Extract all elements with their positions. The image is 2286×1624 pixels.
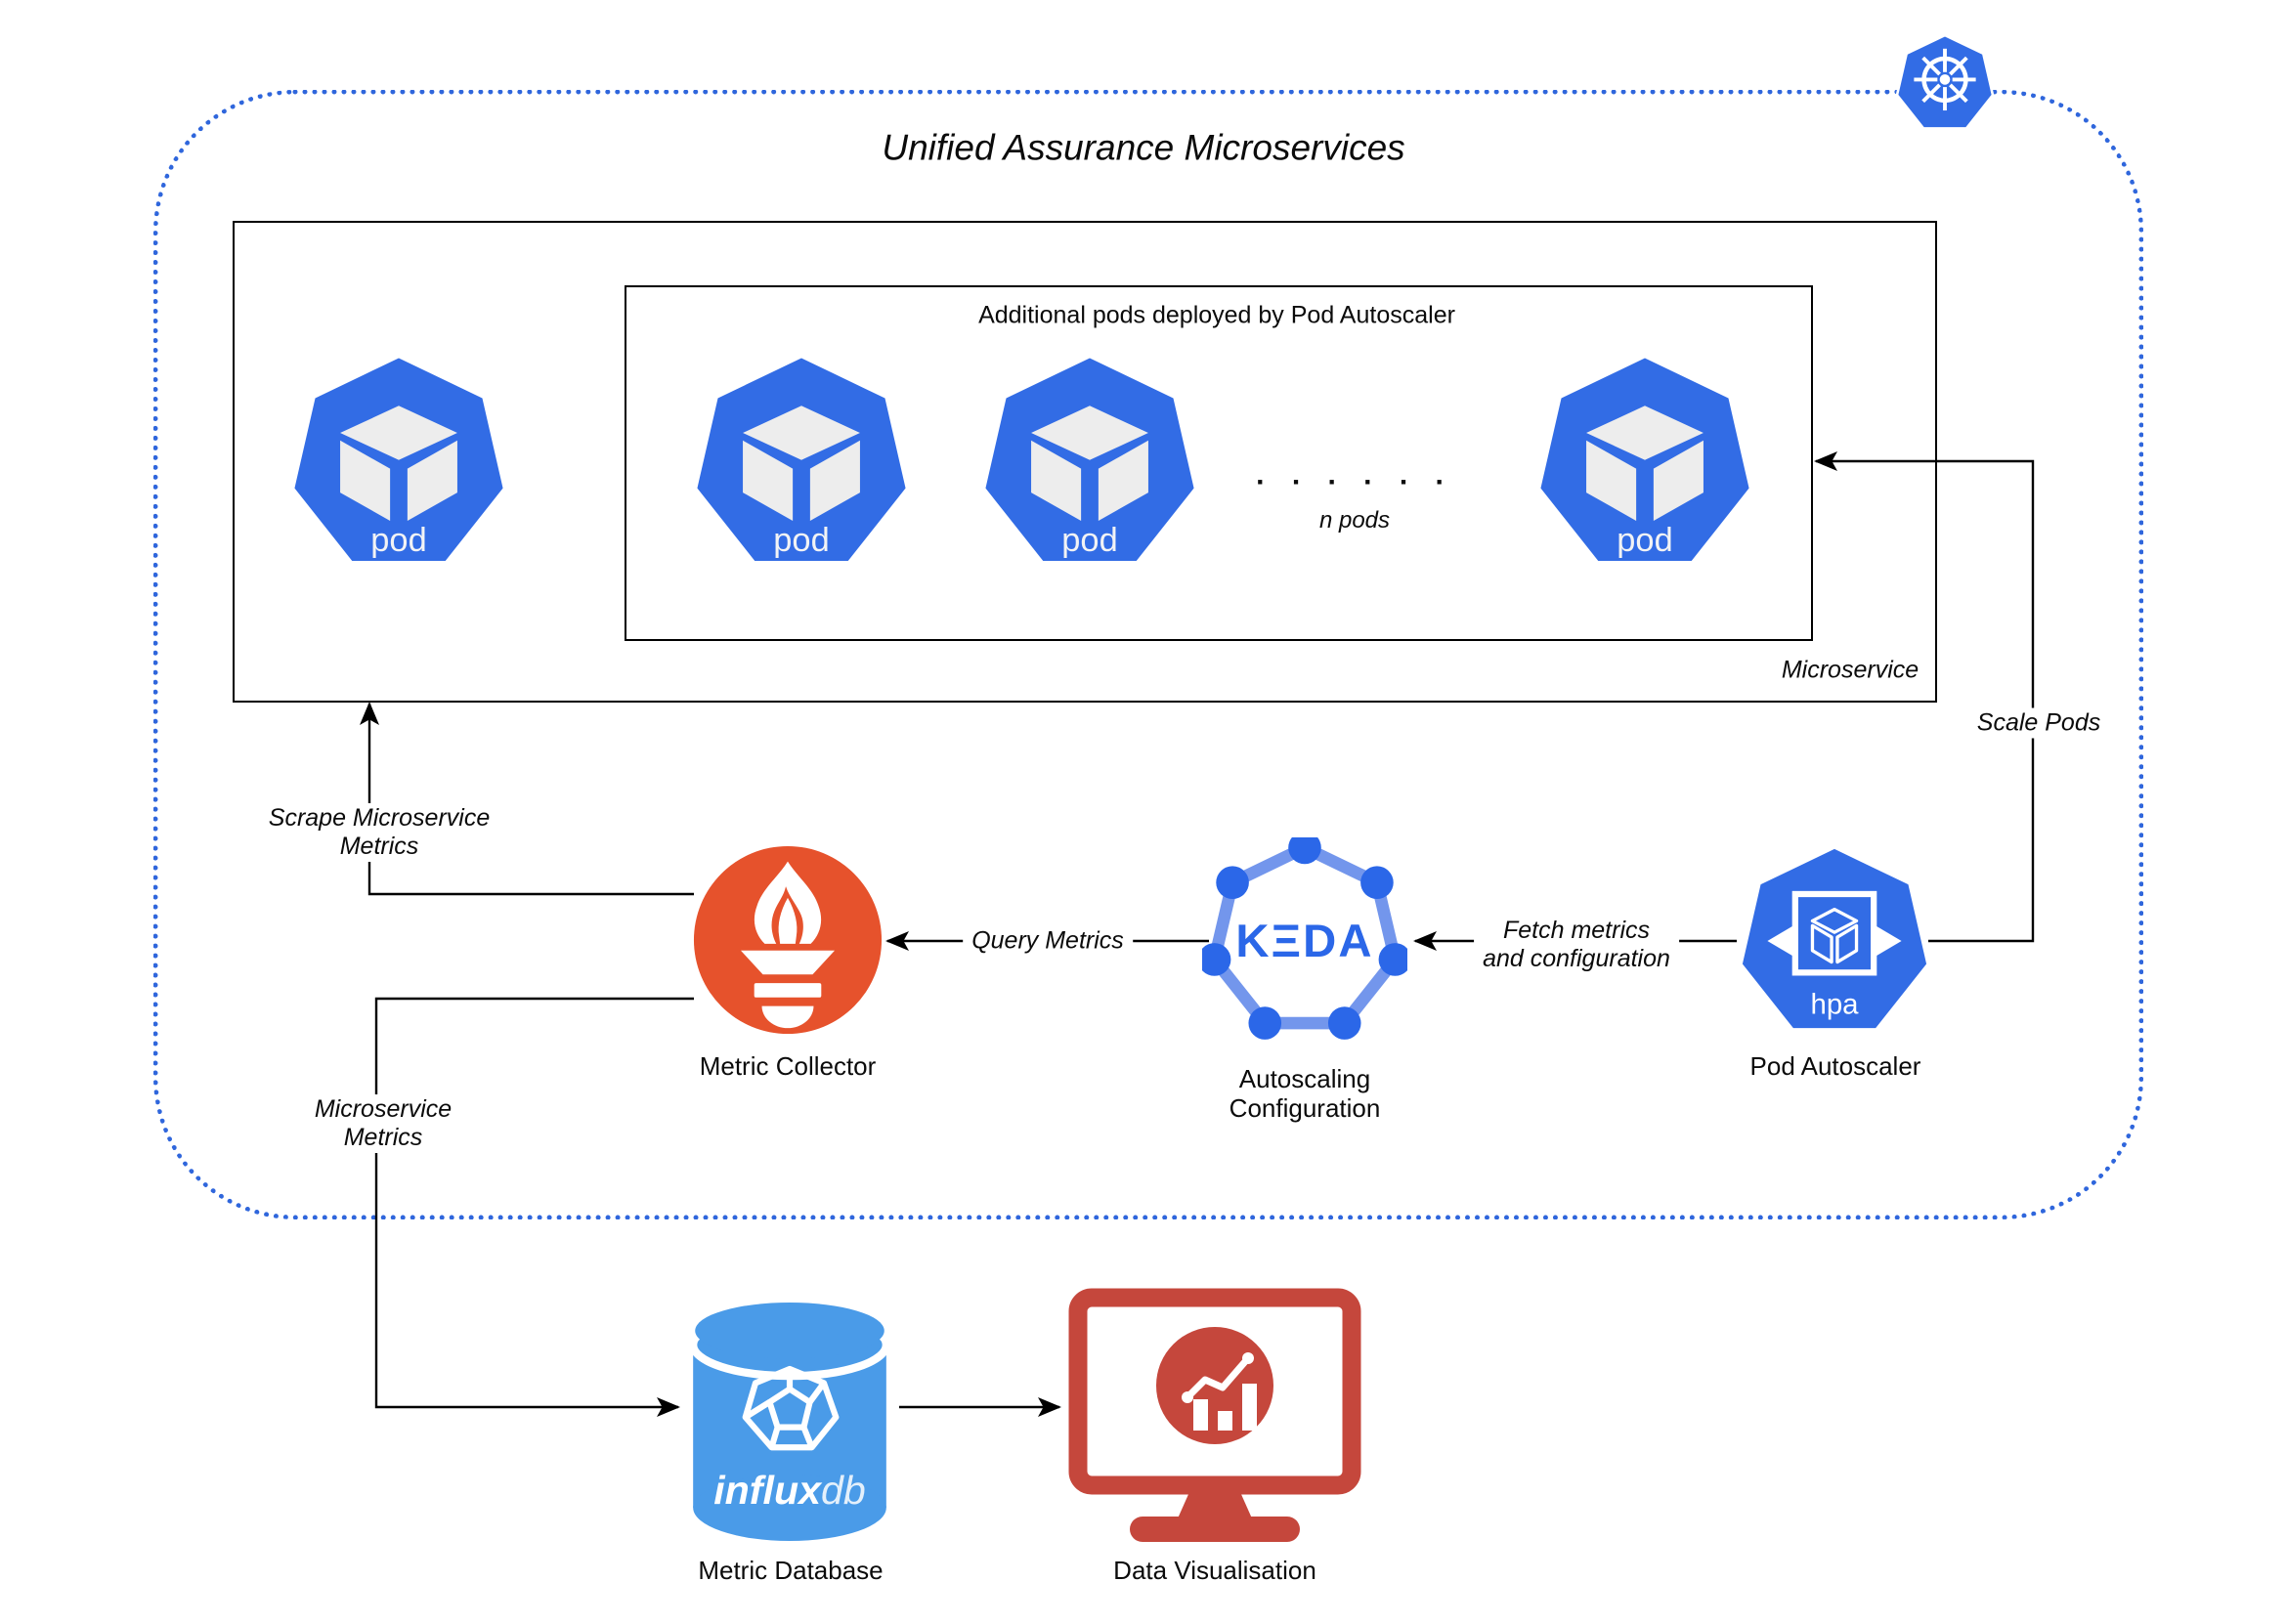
- hpa-icon: hpa: [1742, 848, 1927, 1029]
- pod-label: pod: [370, 522, 426, 559]
- microservice-box-label: Microservice: [1781, 656, 1919, 684]
- data-visualisation-label: Data Visualisation: [1113, 1555, 1316, 1585]
- edge-label-microservice-metrics: Microservice Metrics: [305, 1094, 461, 1153]
- chart-icon: [1182, 1352, 1257, 1431]
- diagram-title: Unified Assurance Microservices: [882, 127, 1405, 168]
- hpa-cube-icon: [1810, 907, 1859, 964]
- edge-label-scale-pods: Scale Pods: [1967, 707, 2110, 739]
- pod-cube-icon: [340, 406, 457, 460]
- pod-icon: pod: [985, 358, 1194, 562]
- n-pods-label: n pods: [1318, 507, 1391, 534]
- kubernetes-cluster-boundary: [153, 90, 2143, 1219]
- additional-pods-box: [625, 285, 1813, 641]
- edge-label-scrape-metrics: Scrape Microservice Metrics: [259, 803, 499, 862]
- edge-label-fetch-metrics: Fetch metrics and configuration: [1474, 916, 1679, 974]
- pod-icon: pod: [1540, 358, 1749, 562]
- torch-bar: [754, 983, 822, 998]
- pod-label: pod: [1061, 522, 1117, 559]
- edge-label-query-metrics: Query Metrics: [963, 925, 1133, 957]
- metric-database-label: Metric Database: [698, 1555, 884, 1585]
- kubernetes-logo-icon: [1895, 33, 1995, 130]
- influxdb-wordmark: influxdb: [713, 1468, 866, 1513]
- torch-base: [761, 1005, 814, 1029]
- autoscaling-configuration-label: Autoscaling Configuration: [1229, 1063, 1381, 1123]
- pod-cube-icon: [743, 406, 860, 460]
- edge-scale-pods-arrow: [1814, 451, 2035, 943]
- pod-cube-icon: [1031, 406, 1148, 460]
- pods-ellipsis: . . . . . .: [1256, 458, 1453, 491]
- cylinder-top: [695, 1303, 884, 1359]
- flame-center: [778, 897, 798, 944]
- pod-autoscaler-label: Pod Autoscaler: [1749, 1050, 1921, 1081]
- keda-wordmark: KΞDA: [1235, 916, 1373, 967]
- metric-collector-label: Metric Collector: [699, 1050, 877, 1081]
- flame-icon: [754, 861, 822, 944]
- hpa-text: hpa: [1810, 988, 1859, 1020]
- pod-icon: pod: [294, 358, 503, 562]
- data-visualisation-icon: [1068, 1288, 1361, 1542]
- influxdb-icon: influxdb: [689, 1303, 890, 1541]
- dodecahedron-icon: [742, 1365, 840, 1451]
- pod-icon: pod: [697, 358, 906, 562]
- right-arrow-icon: [1876, 925, 1902, 957]
- additional-pods-box-label: Additional pods deployed by Pod Autoscal…: [978, 301, 1455, 329]
- torch-bowl: [740, 950, 836, 975]
- pod-label: pod: [1617, 522, 1672, 559]
- keda-heptagon-nodes: [1202, 837, 1407, 1040]
- keda-icon: KΞDA: [1202, 837, 1407, 1040]
- hpa-square: [1791, 890, 1877, 976]
- prometheus-icon: [693, 845, 883, 1035]
- edge-microservice-metrics-arrow: [374, 997, 694, 1417]
- pod-cube-icon: [1586, 406, 1704, 460]
- left-arrow-icon: [1767, 925, 1793, 957]
- microservice-box: [233, 221, 1937, 703]
- k8s-helm-wheel: [1914, 48, 1976, 111]
- pod-label: pod: [773, 522, 829, 559]
- edge-scrape-metrics-arrow: [360, 702, 694, 896]
